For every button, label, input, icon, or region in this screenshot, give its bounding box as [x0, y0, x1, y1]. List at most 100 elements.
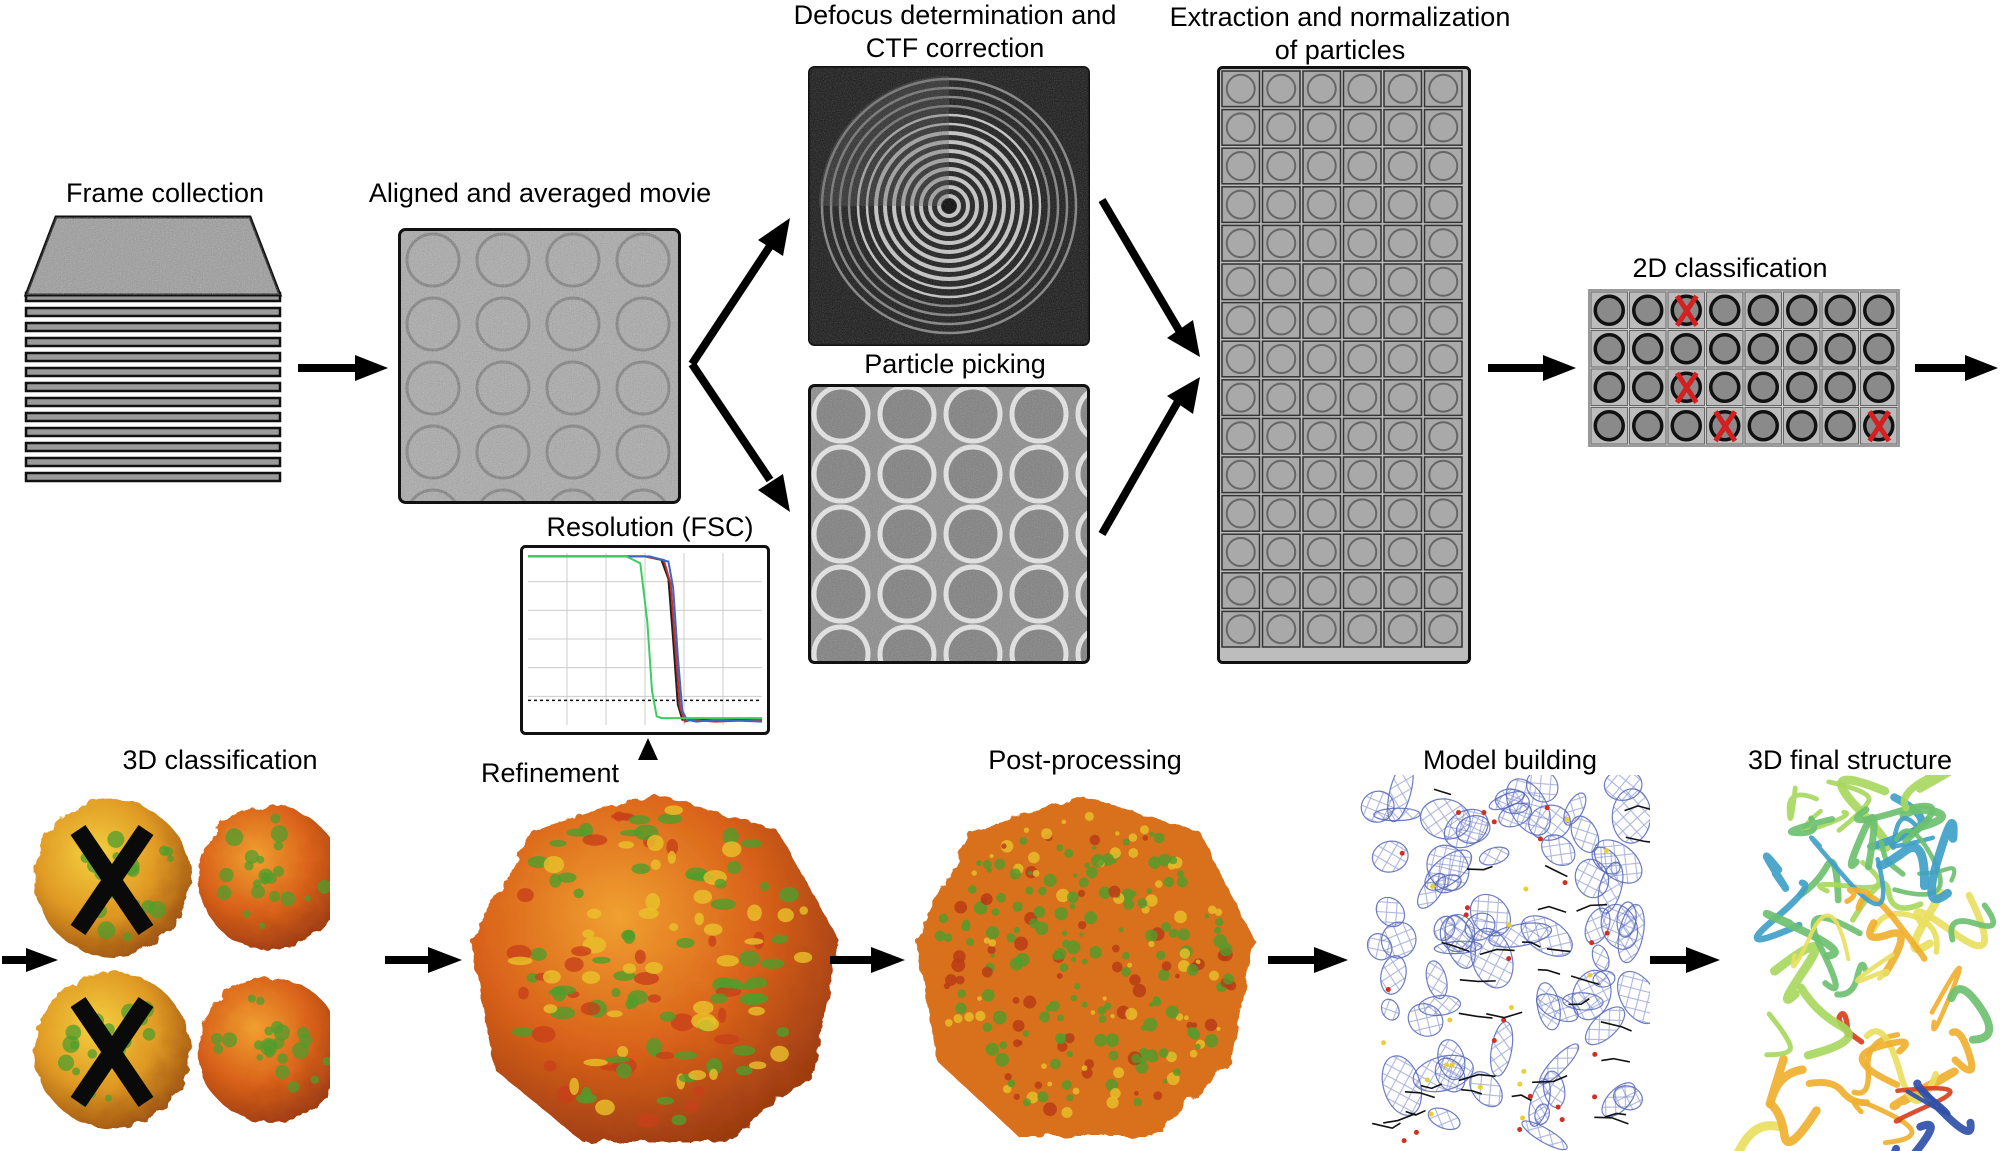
surface-patch [1081, 1065, 1088, 1071]
ribbon-strand [1927, 819, 1958, 904]
particle-ring [1347, 614, 1378, 645]
surface-patch [1149, 831, 1155, 837]
ribbon-strand [1805, 1078, 1871, 1107]
atom-dot [1430, 883, 1436, 889]
surface-patch [1017, 1040, 1023, 1046]
surface-patch [543, 1004, 558, 1014]
particle-tile [1383, 186, 1423, 224]
model-backbone [1568, 998, 1590, 1006]
surface-patch [1125, 1007, 1138, 1020]
mesh-blob [1584, 1006, 1626, 1046]
surface-patch [1172, 1068, 1181, 1076]
particle-tile [1302, 572, 1342, 610]
surface-patch [1159, 1048, 1169, 1058]
surface-patch [628, 815, 651, 825]
surface-patch [557, 872, 577, 883]
surface-patch [981, 966, 993, 978]
surface-patch [982, 1022, 993, 1032]
surface-patch [722, 841, 742, 858]
class-average [1709, 333, 1741, 365]
particle-tile [1261, 494, 1301, 532]
particle-ring [1225, 382, 1256, 413]
particle-ring [1428, 305, 1459, 336]
surface-patch [1168, 856, 1178, 865]
surface-patch [1102, 996, 1107, 1001]
surface-patch [747, 904, 762, 922]
fsc-series-line [528, 555, 762, 720]
final-structure-label: 3D final structure [1747, 745, 1953, 775]
surface-patch [1059, 963, 1069, 972]
mesh-blob [1425, 960, 1448, 1000]
surface-patch [1174, 910, 1187, 924]
surface-patch [1056, 1014, 1064, 1022]
surface-patch [697, 1016, 720, 1032]
surface-patch [1072, 1087, 1080, 1095]
surface-patch [576, 1093, 597, 1104]
model-backbone [1625, 836, 1650, 843]
mesh-blob [1603, 775, 1643, 801]
particle-tile [1342, 147, 1382, 185]
particle-tile [1423, 108, 1463, 146]
mesh-blob [1427, 1107, 1461, 1131]
particle-tile [1423, 494, 1463, 532]
class-average [1632, 371, 1664, 403]
model-backbone [1458, 1073, 1496, 1082]
frame-slice [24, 381, 282, 393]
model-backbone [1600, 1021, 1632, 1032]
particle-tile [1342, 456, 1382, 494]
model-backbone [1544, 864, 1568, 878]
particle-tile [1261, 533, 1301, 571]
atom-dot [1401, 1138, 1407, 1144]
surface-patch [771, 934, 789, 944]
surface-patch [543, 856, 565, 874]
surface-patch [1028, 918, 1040, 929]
refinement-label: Refinement [480, 758, 620, 788]
particle-ring [1387, 73, 1418, 104]
reject-marks-3d [70, 824, 154, 1108]
surface-patch [945, 974, 957, 986]
atom-dot [1592, 1094, 1598, 1100]
particle-ring [1225, 344, 1256, 374]
ctf-power-spectrum-image [808, 66, 1090, 346]
fsc-series [528, 555, 763, 723]
particle-tile [1221, 340, 1261, 378]
surface-patch [1123, 898, 1135, 910]
class-average [1824, 371, 1856, 403]
arrow-picking-to-extraction [1098, 377, 1200, 536]
surface-patch [1165, 1005, 1179, 1019]
surface-patch [251, 884, 265, 899]
surface-patch [1214, 917, 1224, 927]
surface-patch [1145, 929, 1158, 942]
ribbon-strand [1786, 785, 1819, 821]
particle-tile [1302, 108, 1342, 146]
particle-ring [1225, 575, 1256, 606]
particle-tile [1261, 572, 1301, 610]
ribbon-strand [1788, 815, 1836, 837]
surface-patch [225, 828, 244, 847]
particle-ring [1266, 73, 1297, 104]
particle-tile [1423, 572, 1463, 610]
surface-patch [1066, 1050, 1073, 1058]
surface-patch [722, 827, 739, 845]
defocus-label-line1: Defocus determination and [793, 0, 1117, 30]
arrow-movie-to-picking [688, 361, 790, 512]
particle-tile [1221, 186, 1261, 224]
surface-patch [1195, 1043, 1201, 1050]
particle-ring [1266, 344, 1297, 374]
surface-patch [269, 890, 281, 902]
mesh-blob [1469, 893, 1512, 937]
frame-stack [23, 215, 283, 483]
class-average-tiles [1590, 291, 1898, 445]
particle-tile [1221, 263, 1261, 301]
surface-patch [961, 921, 971, 932]
particle-ring [1225, 537, 1256, 567]
class-average [1632, 410, 1664, 442]
top-row-arrows [298, 197, 1998, 760]
arrow-extraction-to-2d [1488, 355, 1576, 381]
atom-dot [1604, 930, 1610, 936]
surface-patch [543, 1060, 557, 1072]
surface-patch [261, 877, 269, 885]
surface-patch [1012, 1019, 1025, 1032]
surface-patch [1213, 926, 1222, 934]
